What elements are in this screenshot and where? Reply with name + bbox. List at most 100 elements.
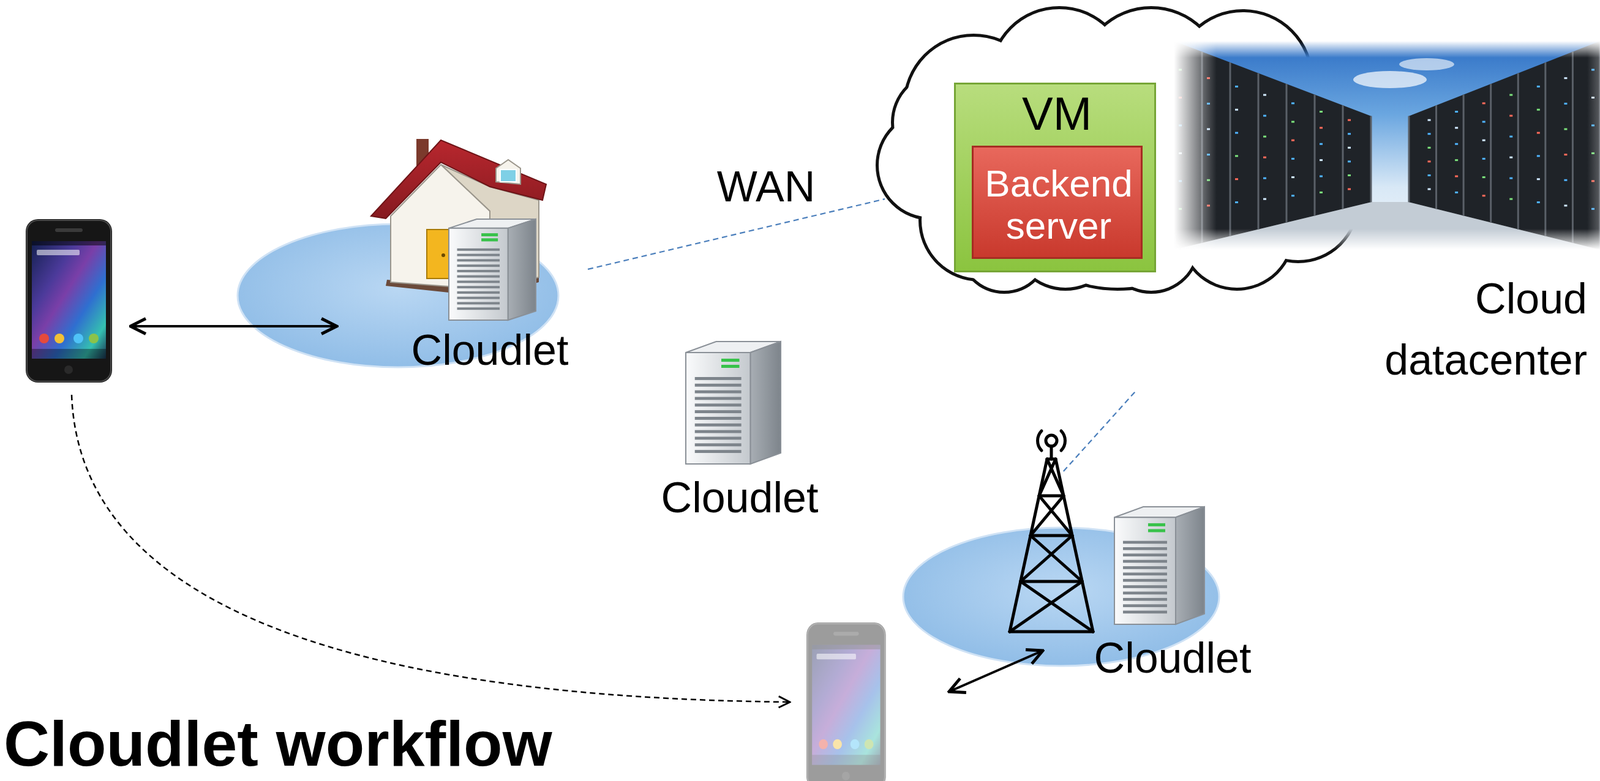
art-rect [1319, 191, 1323, 194]
art-rect [1291, 157, 1295, 160]
art-rect [1563, 153, 1567, 156]
art-rect [1563, 179, 1567, 182]
art-rect [1291, 102, 1295, 105]
art-rect [1454, 175, 1458, 178]
art-ellipse [1399, 58, 1455, 71]
art-rect [1206, 102, 1210, 105]
art-line [1571, 52, 1574, 244]
art-rect [1536, 108, 1540, 111]
art-rect [1263, 177, 1267, 180]
art-rect [1319, 175, 1323, 178]
art-rect [1482, 157, 1486, 160]
art-rect [1509, 198, 1513, 201]
art-rect [457, 275, 501, 278]
art-rect [1319, 143, 1323, 146]
art-rect [1482, 139, 1486, 142]
art-line [1370, 116, 1373, 203]
art-line [1039, 494, 1064, 498]
node-label: VM [1021, 88, 1092, 140]
art-rect [500, 169, 517, 182]
art-rect [1173, 41, 1600, 250]
art-rect [457, 291, 501, 294]
art-rect [1591, 124, 1595, 127]
art-rect [1509, 177, 1513, 180]
smartphone [25, 219, 113, 383]
art-rect [1591, 208, 1595, 211]
art-line [1314, 94, 1316, 217]
art-rect [1536, 154, 1540, 157]
art-rect [1291, 120, 1295, 123]
art-rect [1291, 176, 1295, 179]
art-line [1229, 62, 1232, 237]
art-rect [457, 296, 501, 300]
art-rect [1123, 592, 1168, 596]
art-line [1285, 83, 1288, 223]
art-rect [1148, 529, 1166, 533]
art-rect [1591, 152, 1595, 155]
cloudlet-cell-site: Cloudlet [900, 471, 1256, 686]
art-polygon [495, 159, 521, 185]
art-rect [1427, 119, 1431, 122]
art-rect [1114, 517, 1176, 625]
art-rect [1123, 604, 1168, 608]
art-line [1039, 495, 1073, 536]
art-line [1030, 495, 1064, 536]
art-rect [1263, 156, 1267, 159]
art-line [1544, 62, 1547, 237]
art-rect [1123, 547, 1168, 551]
art-line [1039, 459, 1056, 496]
art-rect [457, 307, 501, 310]
art-g [1173, 41, 1600, 250]
art-rect [1347, 188, 1351, 191]
art-rect [457, 264, 501, 267]
art-rect [1482, 102, 1486, 105]
node-label: Cloudlet [411, 326, 569, 375]
art-line [1009, 581, 1082, 632]
art-rect [1123, 541, 1168, 545]
art-rect [1454, 159, 1458, 162]
art-polygon [1408, 41, 1600, 250]
art-rect [1509, 156, 1513, 159]
art-rect [457, 301, 501, 305]
art-rect [1206, 77, 1210, 79]
cloud-datacenter: Cloud datacenter VM Backend server [884, 0, 1600, 392]
art-rect [1206, 153, 1210, 156]
art-rect [694, 403, 742, 407]
art-rect [1178, 124, 1182, 127]
art-line [1201, 52, 1204, 244]
art-line [1030, 535, 1082, 582]
art-rect [1123, 579, 1168, 583]
node-label: Cloud datacenter [1329, 268, 1588, 391]
art-path [1037, 431, 1042, 451]
art-rect [1235, 154, 1239, 157]
art-rect [1482, 120, 1486, 123]
art-rect [1536, 85, 1540, 88]
art-rect [1427, 160, 1431, 163]
art-rect [694, 430, 742, 434]
art-line [949, 650, 1043, 692]
art-line [1462, 94, 1465, 217]
art-line [1030, 534, 1073, 538]
cloudlet-server: Cloudlet [649, 336, 833, 527]
cloudlet-site: Cloudlet [232, 125, 588, 377]
art-line [1517, 73, 1520, 230]
art-rect [721, 358, 740, 362]
art-line [1257, 73, 1260, 230]
art-circle [1045, 435, 1057, 447]
art-rect [694, 450, 742, 454]
art-line [1173, 41, 1176, 250]
art-rect [1427, 188, 1431, 191]
art-rect [1591, 96, 1595, 99]
art-line [1342, 105, 1345, 209]
node-label: Backend server [980, 161, 1138, 247]
art-rect [1347, 119, 1351, 122]
art-circle [441, 253, 446, 258]
art-rect [1235, 85, 1239, 88]
art-rect [1291, 139, 1295, 142]
art-rect [1509, 135, 1513, 138]
art-rect [1454, 110, 1458, 113]
art-g [878, 9, 1600, 291]
art-line [1020, 580, 1083, 584]
edge-label: WAN [713, 163, 820, 211]
